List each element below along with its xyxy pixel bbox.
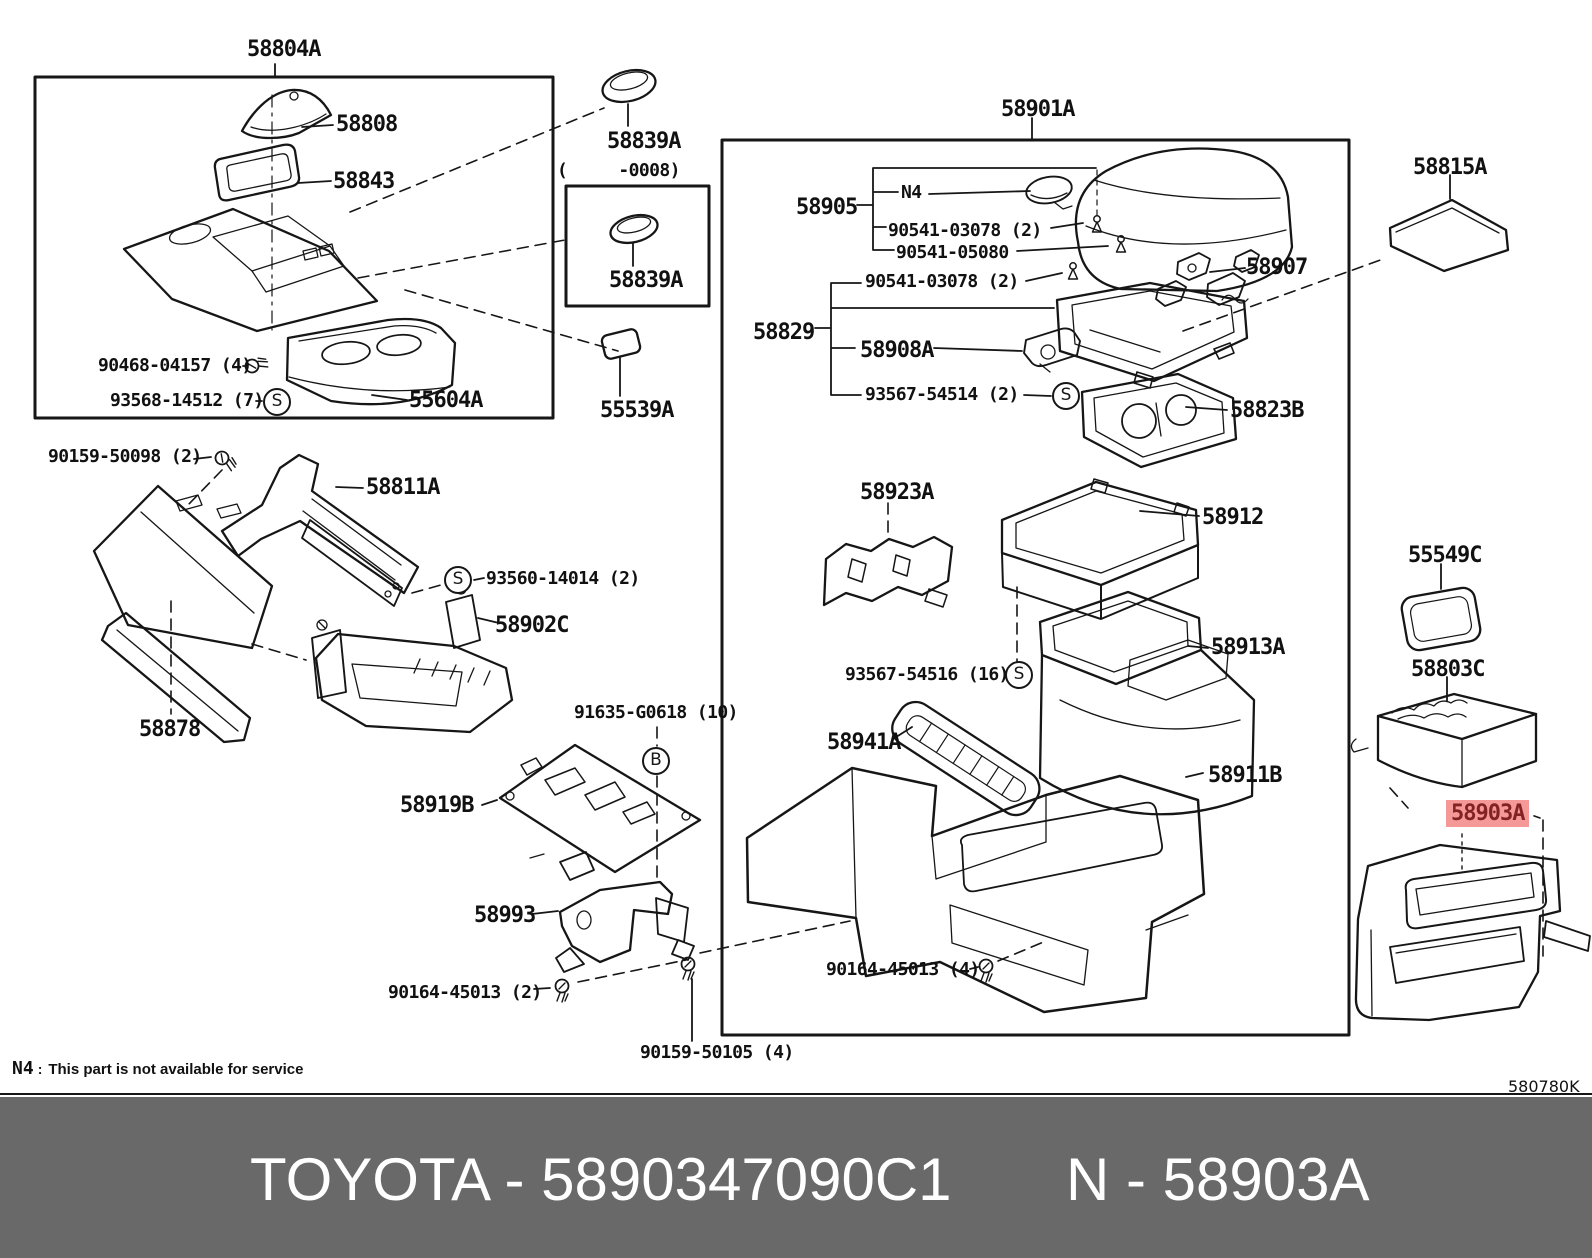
part-label-93567-54516: 93567-54516 (16) bbox=[845, 664, 1009, 685]
part-label-91635-g0618: 91635-G0618 (10) bbox=[574, 702, 738, 723]
part-label-58907: 58907 bbox=[1246, 255, 1308, 280]
part-label-90164-45013-2: 90164-45013 (2) bbox=[388, 982, 542, 1003]
dashed-lines bbox=[170, 107, 1544, 983]
part-label-55549c: 55549C bbox=[1408, 543, 1482, 568]
callout-b-91635: B bbox=[642, 747, 670, 775]
part-label-58902c: 58902C bbox=[495, 613, 569, 638]
part-label-58803c: 58803C bbox=[1411, 657, 1485, 682]
part-label-58993: 58993 bbox=[474, 903, 536, 928]
part-label-58912: 58912 bbox=[1202, 505, 1264, 530]
part-details bbox=[116, 71, 1535, 1017]
part-label-58901a: 58901A bbox=[1001, 97, 1075, 122]
diagram-line-art bbox=[33, 63, 1591, 1042]
part-label-90159-50098: 90159-50098 (2) bbox=[48, 446, 202, 467]
part-label-n4: N4 bbox=[901, 182, 922, 203]
footer-banner: TOYOTA - 5890347090C1 N - 58903A bbox=[0, 1097, 1592, 1258]
part-label-58811a: 58811A bbox=[366, 475, 440, 500]
banner-part-code: N - 58903A bbox=[1066, 1146, 1370, 1213]
part-label-90468-04157: 90468-04157 (4) bbox=[98, 355, 252, 376]
dotted-lines bbox=[271, 94, 1463, 871]
part-label-58903a-highlighted: 58903A bbox=[1446, 800, 1530, 828]
part-label-58829: 58829 bbox=[753, 320, 815, 345]
part-label-90541-03078: 90541-03078 (2) bbox=[888, 220, 1042, 241]
part-label-93560-14014: 93560-14014 (2) bbox=[486, 568, 640, 589]
callout-s-93567-54514: S bbox=[1052, 382, 1080, 410]
part-drawings bbox=[92, 68, 1591, 1022]
part-label-58913a: 58913A bbox=[1211, 635, 1285, 660]
part-label-58908a: 58908A bbox=[860, 338, 934, 363]
part-label-58839a: 58839A bbox=[607, 129, 681, 154]
part-label-58919b: 58919B bbox=[400, 793, 474, 818]
fastener-icons bbox=[212, 215, 1127, 1003]
part-label-90541-05080: 90541-05080 bbox=[896, 242, 1009, 263]
footnote: N4: This part is not available for servic… bbox=[12, 1058, 303, 1079]
diagram-code: 580780K bbox=[1508, 1077, 1580, 1096]
group-boxes bbox=[33, 75, 1351, 1037]
footnote-text: This part is not available for service bbox=[48, 1061, 304, 1078]
callout-s-93560: S bbox=[444, 566, 472, 594]
part-label-55539a: 55539A bbox=[600, 398, 674, 423]
part-label-90164-45013-4: 90164-45013 (4) bbox=[826, 959, 980, 980]
part-label-58878: 58878 bbox=[139, 717, 201, 742]
part-label-58823b: 58823B bbox=[1230, 398, 1304, 423]
leader-lines bbox=[193, 63, 1451, 1042]
callout-s-93568: S bbox=[263, 388, 291, 416]
banner-part-number: TOYOTA - 5890347090C1 bbox=[250, 1146, 952, 1213]
part-label-58843: 58843 bbox=[333, 169, 395, 194]
part-label-58923a: 58923A bbox=[860, 480, 934, 505]
part-label-93568-14512: 93568-14512 (7) bbox=[110, 390, 264, 411]
part-label-58808: 58808 bbox=[336, 112, 398, 137]
part-label-58911b: 58911B bbox=[1208, 763, 1282, 788]
part-label-55604a: 55604A bbox=[409, 388, 483, 413]
part-label-58941a: 58941A bbox=[827, 730, 901, 755]
footer-divider bbox=[0, 1093, 1592, 1095]
part-label-58804a: 58804A bbox=[247, 37, 321, 62]
part-label-90541-03078-2: 90541-03078 (2) bbox=[865, 271, 1019, 292]
part-label-58839a-2: 58839A bbox=[609, 268, 683, 293]
part-label-58905: 58905 bbox=[796, 195, 858, 220]
part-label-58815a: 58815A bbox=[1413, 155, 1487, 180]
footnote-separator: : bbox=[37, 1061, 43, 1077]
part-label-93567-54514: 93567-54514 (2) bbox=[865, 384, 1019, 405]
callout-s-93567-54516: S bbox=[1005, 661, 1033, 689]
part-label-90159-50105: 90159-50105 (4) bbox=[640, 1042, 794, 1063]
footnote-code: N4 bbox=[12, 1058, 34, 1079]
range-label-0008: ( -0008) bbox=[557, 160, 680, 181]
